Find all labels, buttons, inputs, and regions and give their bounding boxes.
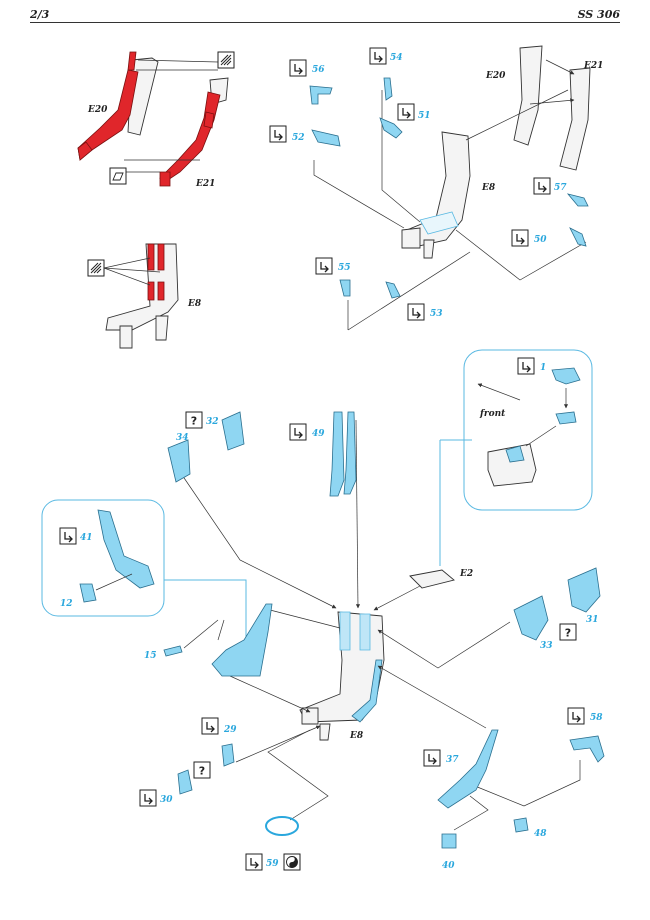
part-1-detail	[477, 367, 581, 487]
part-55: 55	[338, 263, 351, 273]
part-53: 53	[430, 309, 443, 319]
bend-icon	[511, 229, 529, 247]
bend-icon	[567, 707, 585, 725]
sheet-code: SS 306	[577, 8, 620, 21]
part-54: 54	[390, 53, 403, 63]
label-e8-main: E8	[349, 731, 364, 741]
part-29: 29	[223, 725, 237, 735]
label-e21-top: E21	[583, 61, 603, 71]
part-34: 34	[176, 433, 189, 443]
bend-icon	[423, 749, 441, 767]
bend-icon	[533, 177, 551, 195]
part-58: 58	[590, 713, 603, 723]
hatch-icon	[87, 259, 105, 277]
part-30: 30	[160, 795, 173, 805]
part-33: 33	[540, 641, 553, 651]
bend-icon	[245, 853, 263, 871]
part-31: 31	[586, 615, 599, 625]
part-49: 49	[312, 429, 325, 439]
part-1: 1	[540, 363, 546, 373]
bend-icon	[59, 527, 77, 545]
top-seat-assembly	[309, 45, 591, 331]
question-icon	[193, 761, 211, 779]
part-51: 51	[418, 111, 431, 121]
bend-icon	[269, 125, 287, 143]
question-icon	[559, 623, 577, 641]
part-37: 37	[446, 755, 459, 765]
part-41: 41	[80, 533, 93, 543]
label-e8-red: E8	[187, 299, 202, 309]
main-seat-assembly	[163, 411, 605, 849]
bend-icon	[517, 357, 535, 375]
bend-icon	[139, 789, 157, 807]
red-seat-sides	[77, 51, 229, 187]
bend-icon	[289, 423, 307, 441]
header-rule	[30, 22, 620, 23]
bend-icon	[407, 303, 425, 321]
part-48: 48	[534, 829, 547, 839]
bend-icon	[289, 59, 307, 77]
surface-icon	[109, 167, 127, 185]
label-front: front	[479, 409, 506, 419]
question-icon	[185, 411, 203, 429]
label-e20-top: E20	[485, 71, 506, 81]
bend-icon	[397, 103, 415, 121]
label-e21-red: E21	[195, 179, 215, 189]
yinyang-icon	[283, 853, 301, 871]
part-52: 52	[292, 133, 305, 143]
hatch-icon	[217, 51, 235, 69]
bend-icon	[201, 717, 219, 735]
part-15: 15	[144, 651, 157, 661]
label-e8-top: E8	[481, 183, 496, 193]
red-strap-seat	[103, 243, 179, 349]
part-59: 59	[266, 859, 279, 869]
bend-icon	[315, 257, 333, 275]
part-56: 56	[312, 65, 325, 75]
part-40: 40	[442, 861, 455, 871]
part-32: 32	[206, 417, 219, 427]
label-e2: E2	[459, 569, 473, 579]
part-57: 57	[554, 183, 567, 193]
part-41-detail	[79, 509, 155, 603]
bend-icon	[369, 47, 387, 65]
page-number: 2/3	[30, 8, 50, 21]
label-e20-red: E20	[87, 105, 108, 115]
part-50: 50	[534, 235, 547, 245]
part-12: 12	[60, 599, 73, 609]
